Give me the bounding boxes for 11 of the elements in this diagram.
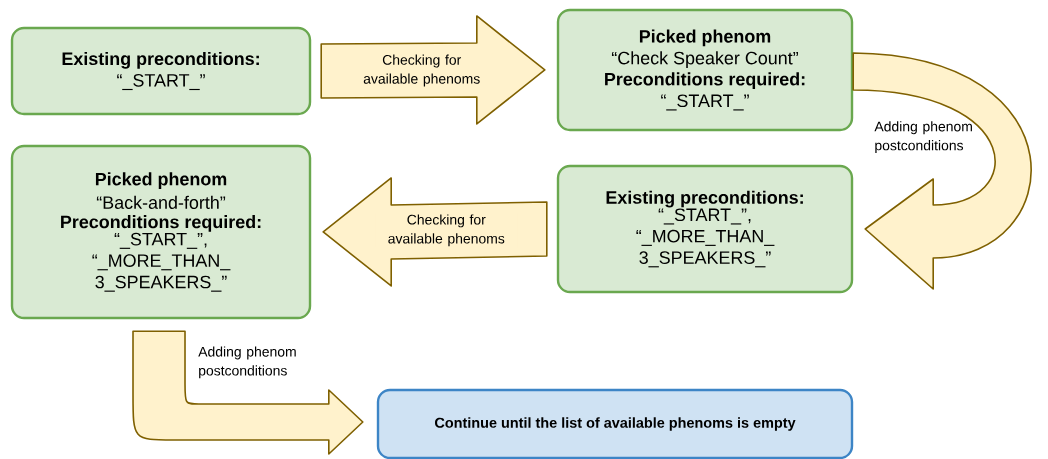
process-box: Existing preconditions: “_START_” <box>10 26 312 116</box>
process-box: Continue until the list of available phenoms is empty <box>376 388 854 459</box>
process-box: Picked phenom “Check Speaker Count” Preconditions required: “_START_” <box>556 8 854 132</box>
edge-label: Adding phenom postconditions <box>874 121 972 154</box>
curved-block-arrow <box>132 330 364 455</box>
edge-label: Checking for available phenoms <box>363 54 480 87</box>
process-box: Existing preconditions: “_START_”, “_MORE_THAN_ 3_SPEAKERS_” <box>556 164 854 294</box>
edge-label: Adding phenom postconditions <box>198 346 296 379</box>
process-box: Picked phenom “Back-and-forth” Preconditions required: “_START_”, “_MORE_THAN_ 3_SPEAKERS_” <box>10 144 312 320</box>
edge-label: Checking for available phenoms <box>388 214 505 247</box>
curved-block-arrow <box>852 52 1032 290</box>
